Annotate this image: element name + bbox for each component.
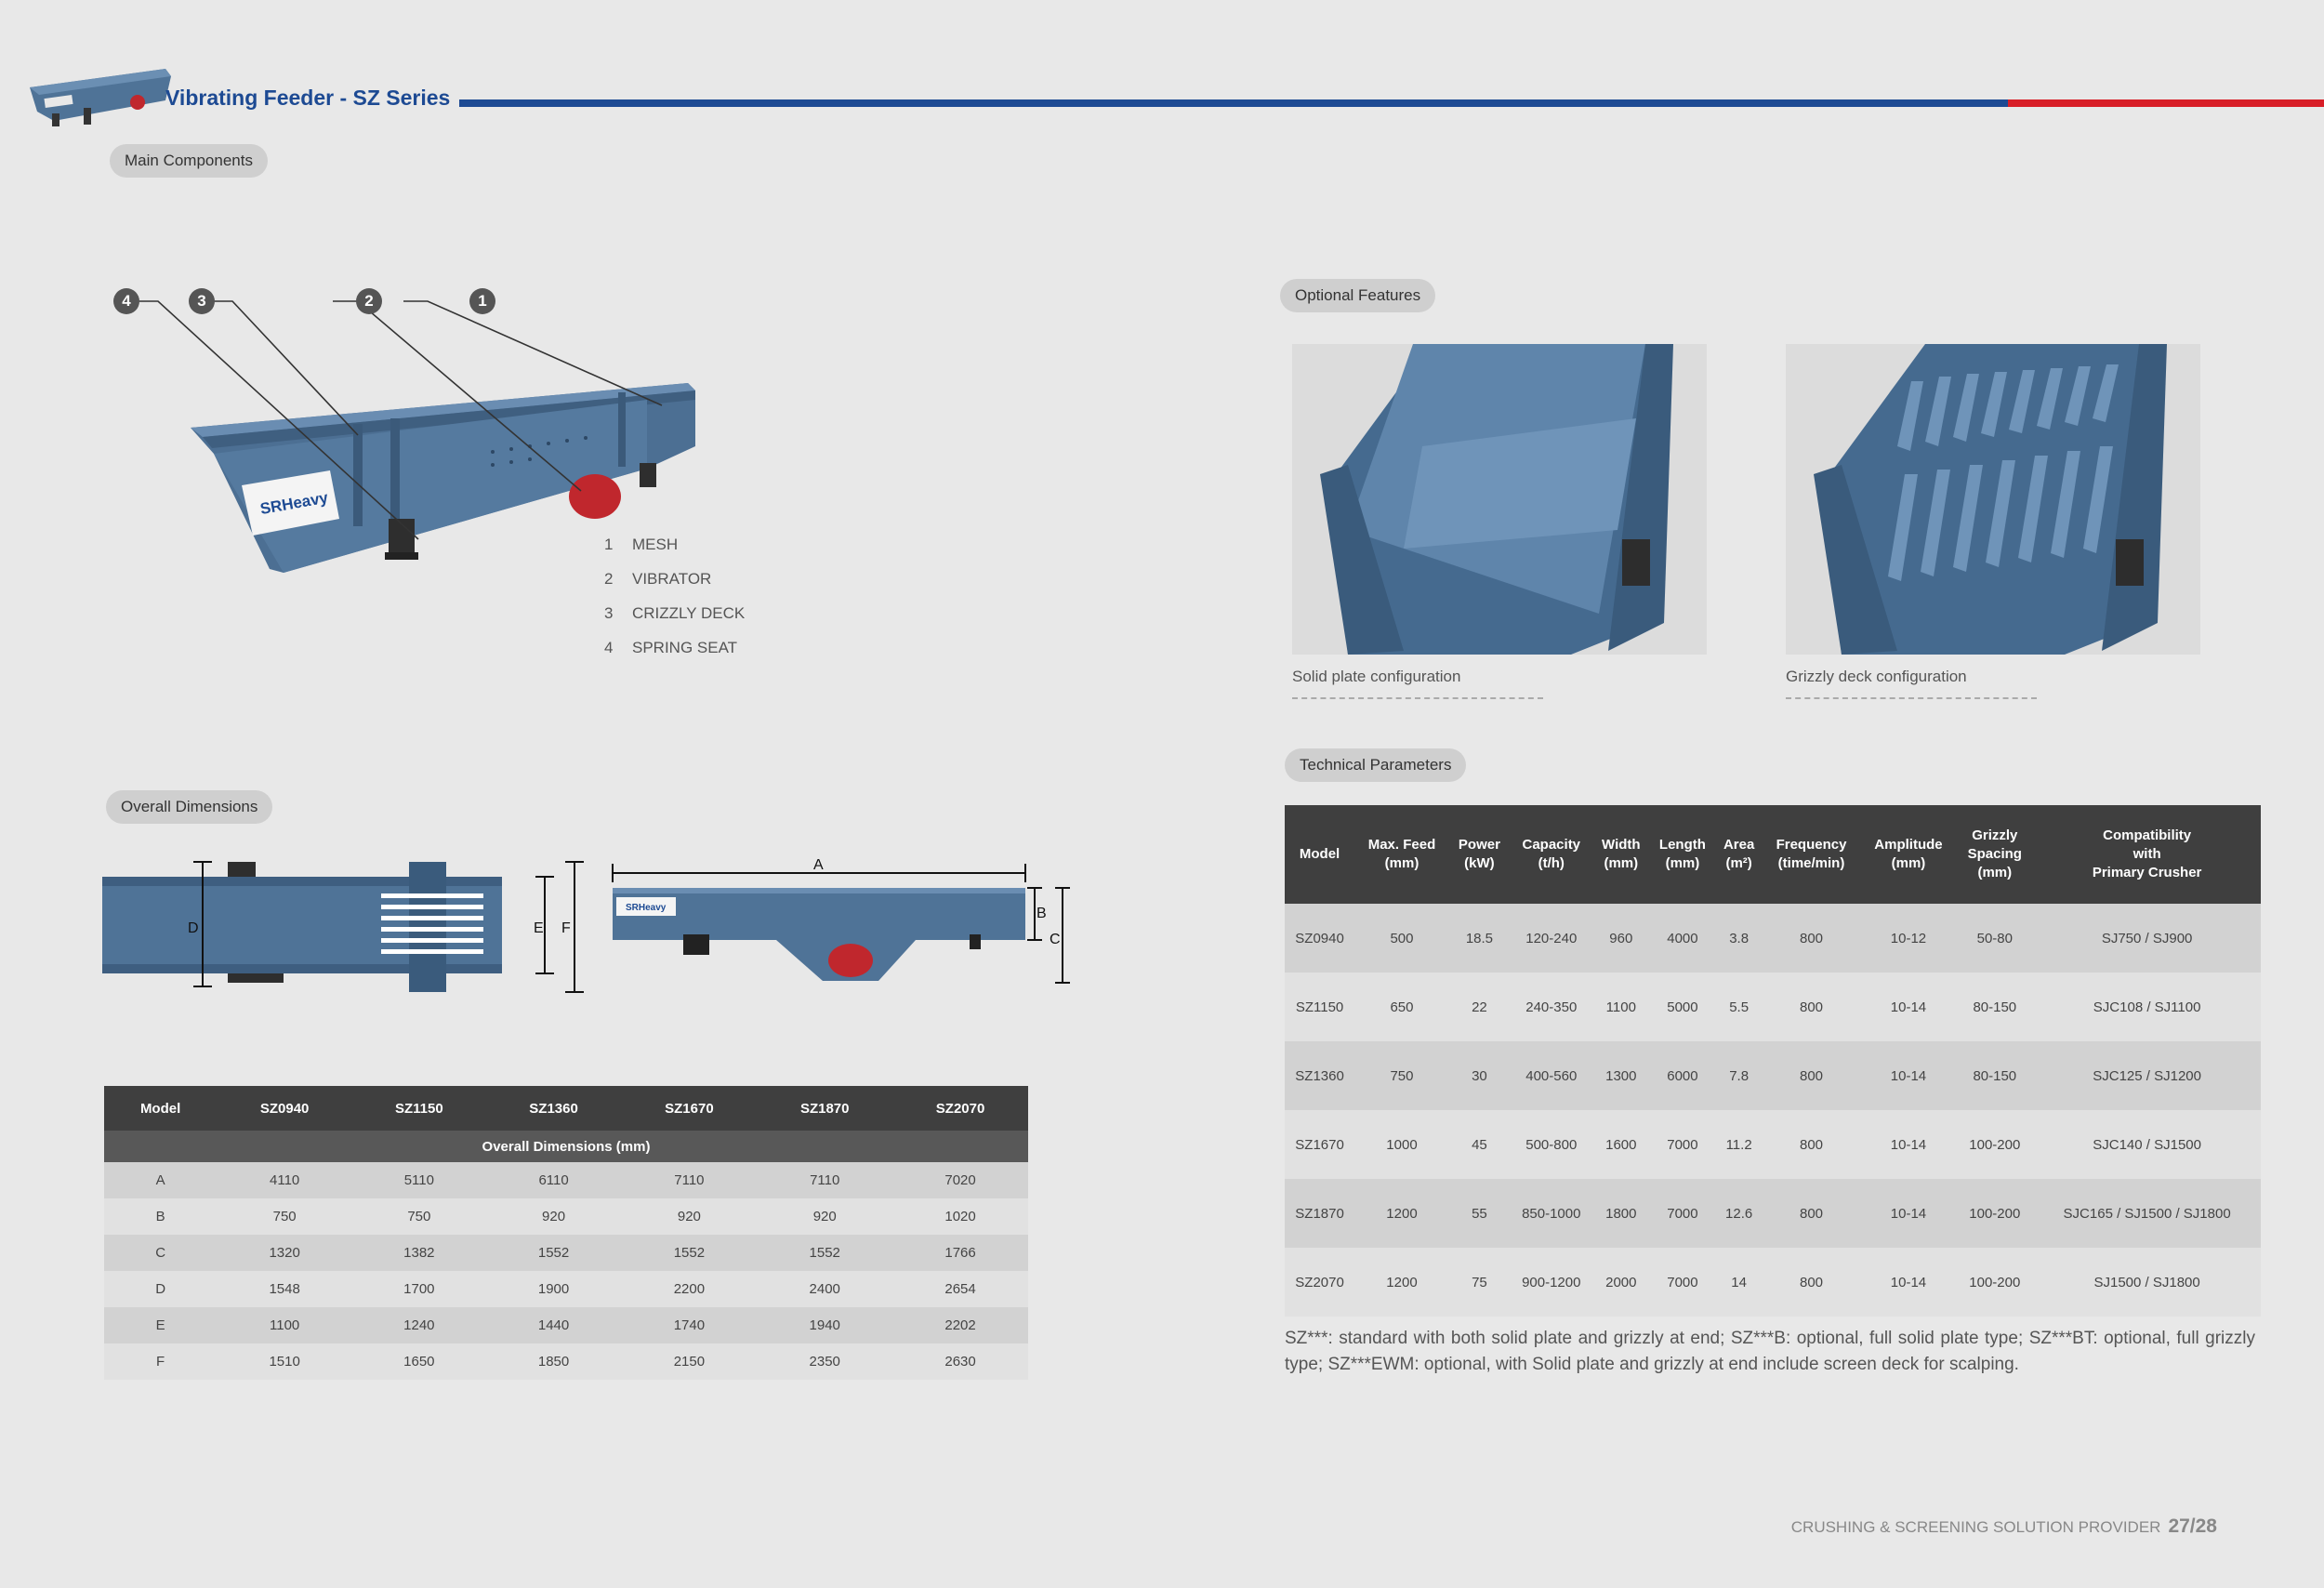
callout-2: 2	[356, 288, 382, 314]
dimension-label-a: A	[813, 857, 824, 873]
caption-solid-plate: Solid plate configuration	[1292, 668, 1461, 685]
section-label-main-components: Main Components	[110, 144, 268, 178]
dimension-label-f: F	[561, 920, 571, 936]
feeder-component-illustration: SRHeavy	[138, 300, 695, 573]
technical-parameters-table: Model Max. Feed(mm) Power(kW) Capacity(t…	[1285, 805, 2261, 1317]
table-header: Model	[1285, 805, 1355, 904]
dimension-label-e: E	[534, 920, 544, 936]
callout-1: 1	[469, 288, 495, 314]
section-label-overall-dimensions: Overall Dimensions	[106, 790, 273, 824]
table-header: Model	[104, 1086, 218, 1131]
caption-divider	[1786, 697, 2037, 699]
top-view-dimension-drawing: D E F	[102, 861, 584, 993]
table-header: Capacity(t/h)	[1509, 805, 1593, 904]
caption-divider	[1292, 697, 1543, 699]
table-header: Area(m²)	[1715, 805, 1763, 904]
header-divider-red	[2008, 99, 2324, 107]
table-subheader: Overall Dimensions (mm)	[104, 1131, 1028, 1162]
table-header: SZ1360	[485, 1086, 622, 1131]
section-label-technical-parameters: Technical Parameters	[1285, 748, 1467, 782]
overall-dimensions-table: Model SZ0940 SZ1150 SZ1360 SZ1670 SZ1870…	[104, 1086, 1028, 1380]
table-header: Frequency(time/min)	[1762, 805, 1861, 904]
page-number: 27/28	[2168, 1515, 2217, 1537]
header-divider-blue	[459, 99, 2008, 107]
page-title: Vibrating Feeder - SZ Series	[165, 86, 451, 110]
side-view-brand-logo: SRHeavy	[626, 903, 667, 913]
dimension-label-c: C	[1050, 932, 1061, 947]
table-header: SZ1150	[352, 1086, 486, 1131]
caption-grizzly-deck: Grizzly deck configuration	[1786, 668, 1967, 685]
table-header: SZ2070	[892, 1086, 1028, 1131]
table-header: SZ0940	[217, 1086, 353, 1131]
solid-plate-image	[1292, 344, 1707, 655]
table-header: SZ1670	[621, 1086, 758, 1131]
callout-3: 3	[189, 288, 215, 314]
table-header: SZ1870	[757, 1086, 893, 1131]
section-label-optional-features: Optional Features	[1280, 279, 1436, 312]
table-header: Power(kW)	[1448, 805, 1510, 904]
table-header: Width(mm)	[1592, 805, 1650, 904]
technical-footnote: SZ***: standard with both solid plate an…	[1285, 1329, 2255, 1374]
dimension-label-d: D	[188, 920, 199, 936]
header-feeder-thumbnail	[30, 69, 171, 126]
grizzly-deck-image	[1786, 344, 2200, 655]
table-header: Max. Feed(mm)	[1354, 805, 1449, 904]
table-header: Amplitude(mm)	[1860, 805, 1957, 904]
callout-4: 4	[113, 288, 139, 314]
dimension-label-b: B	[1037, 906, 1047, 921]
side-view-dimension-drawing: A B C SRHeavy	[612, 857, 1070, 984]
table-header: Length(mm)	[1649, 805, 1716, 904]
